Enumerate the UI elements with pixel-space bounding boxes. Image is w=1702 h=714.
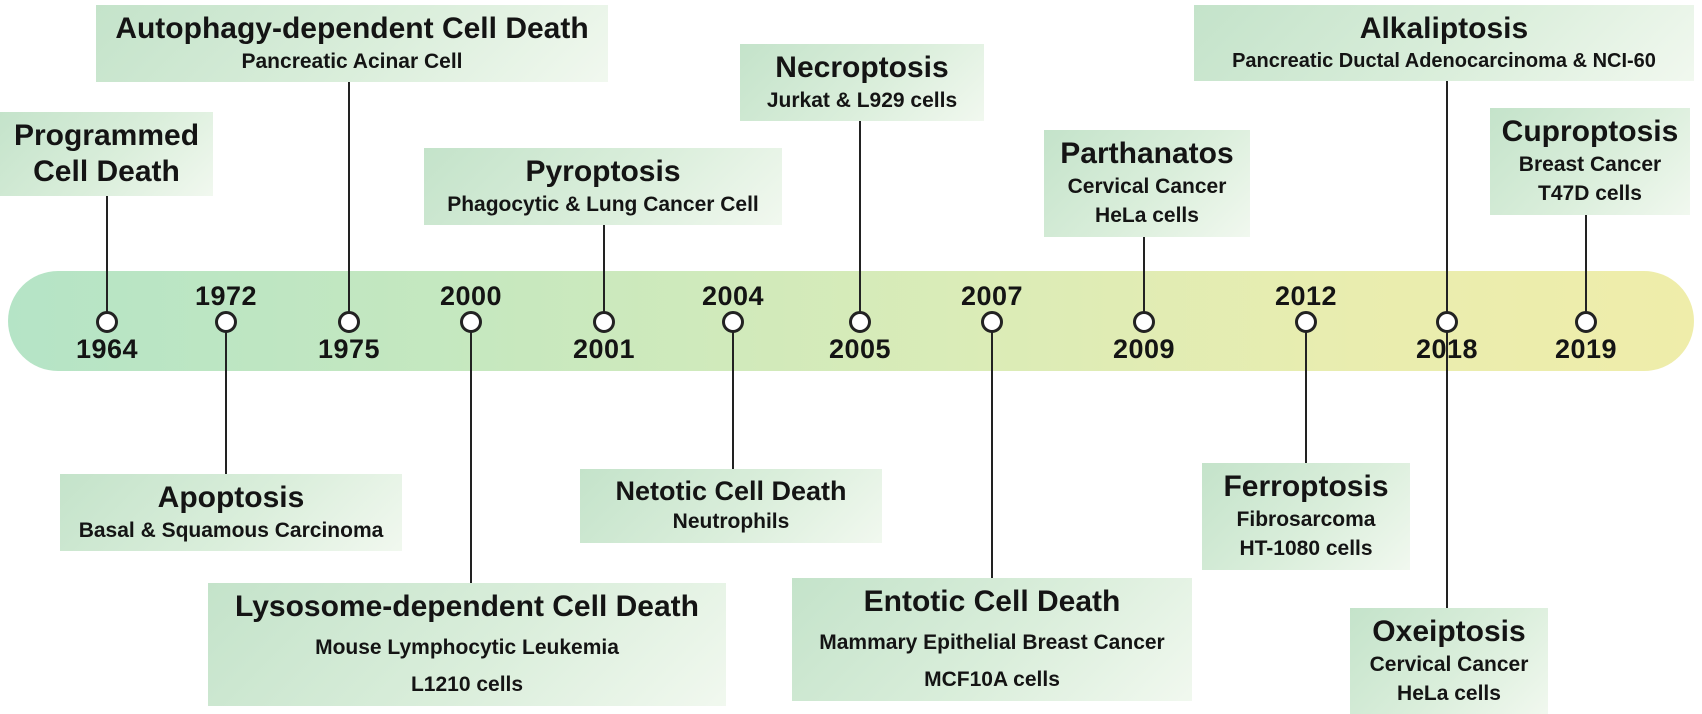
year-label-2018: 2018 <box>1415 334 1479 364</box>
timeline-dot-2005 <box>849 311 871 333</box>
connector-1972 <box>225 322 227 514</box>
connector-1975 <box>348 45 350 322</box>
year-label-2012: 2012 <box>1274 281 1338 311</box>
event-detail: Jurkat & L929 cells <box>766 89 958 112</box>
year-label-2007: 2007 <box>960 281 1024 311</box>
event-detail: Cervical Cancer <box>1067 175 1227 198</box>
year-label-2004: 2004 <box>701 281 765 311</box>
connector-2018-below <box>1446 322 1448 648</box>
event-parthanatos: Parthanatos Cervical Cancer HeLa cells <box>1044 130 1250 237</box>
event-title: Necroptosis <box>775 51 949 84</box>
event-detail: Mammary Epithelial Breast Cancer <box>819 631 1165 654</box>
timeline-dot-2018 <box>1436 311 1458 333</box>
timeline-dot-2007 <box>981 311 1003 333</box>
event-programmed-cell-death: Programmed Cell Death <box>0 112 213 196</box>
connector-2004 <box>732 322 734 509</box>
connector-2009 <box>1143 170 1145 322</box>
event-oxeiptosis: Oxeiptosis Cervical Cancer HeLa cells <box>1350 608 1548 714</box>
event-title: Oxeiptosis <box>1372 615 1526 648</box>
event-detail: Basal & Squamous Carcinoma <box>78 519 384 542</box>
event-autophagy-dependent-cell-death: Autophagy-dependent Cell Death Pancreati… <box>96 5 608 83</box>
connector-2019 <box>1585 148 1587 322</box>
timeline-dot-2012 <box>1295 311 1317 333</box>
year-label-1972: 1972 <box>194 281 258 311</box>
event-pyroptosis: Pyroptosis Phagocytic & Lung Cancer Cell <box>424 148 782 226</box>
event-title: Parthanatos <box>1060 137 1234 170</box>
event-detail: Pancreatic Acinar Cell <box>241 50 463 73</box>
connector-2001 <box>603 188 605 322</box>
timeline-dot-1975 <box>338 311 360 333</box>
year-label-2001: 2001 <box>572 334 636 364</box>
connector-2005 <box>859 84 861 322</box>
event-detail: Phagocytic & Lung Cancer Cell <box>447 193 759 216</box>
event-netotic-cell-death: Netotic Cell Death Neutrophils <box>580 469 882 543</box>
timeline-dot-2009 <box>1133 311 1155 333</box>
event-title: Netotic Cell Death <box>615 476 847 506</box>
event-title: Entotic Cell Death <box>863 585 1121 618</box>
event-cuproptosis: Cuproptosis Breast Cancer T47D cells <box>1490 108 1690 215</box>
timeline-dot-1964 <box>96 311 118 333</box>
event-detail: Pancreatic Ductal Adenocarcinoma & NCI-6… <box>1232 50 1656 72</box>
event-title: Pyroptosis <box>525 155 681 188</box>
event-alkaliptosis: Alkaliptosis Pancreatic Ductal Adenocarc… <box>1194 5 1694 81</box>
event-detail: T47D cells <box>1538 182 1642 206</box>
connector-2012 <box>1305 322 1307 503</box>
timeline-dot-2019 <box>1575 311 1597 333</box>
event-title: Alkaliptosis <box>1359 12 1529 45</box>
event-title: Cuproptosis <box>1501 115 1679 148</box>
event-necroptosis: Necroptosis Jurkat & L929 cells <box>740 44 984 122</box>
event-detail: Cervical Cancer <box>1369 653 1529 676</box>
connector-2007 <box>991 322 993 618</box>
event-title: Lysosome-dependent Cell Death <box>235 590 699 623</box>
event-title: Autophagy-dependent Cell Death <box>115 12 589 45</box>
event-apoptosis: Apoptosis Basal & Squamous Carcinoma <box>60 474 402 552</box>
event-detail: HT-1080 cells <box>1239 537 1373 561</box>
event-lysosome-dependent-cell-death: Lysosome-dependent Cell Death Mouse Lymp… <box>208 583 726 706</box>
connector-2018-above <box>1446 45 1448 322</box>
connector-2000 <box>470 322 472 623</box>
event-detail: Breast Cancer <box>1518 153 1662 176</box>
event-title: Ferroptosis <box>1223 470 1389 503</box>
timeline-dot-2004 <box>722 311 744 333</box>
event-detail: Fibrosarcoma <box>1236 508 1376 531</box>
timeline-dot-2001 <box>593 311 615 333</box>
connector-1964 <box>106 152 108 322</box>
event-detail: HeLa cells <box>1397 682 1501 706</box>
event-ferroptosis: Ferroptosis Fibrosarcoma HT-1080 cells <box>1202 463 1410 570</box>
event-detail: MCF10A cells <box>924 668 1060 692</box>
event-title: Apoptosis <box>157 481 305 514</box>
event-title: Programmed Cell Death <box>13 119 200 188</box>
year-label-2019: 2019 <box>1554 334 1618 364</box>
event-detail: Mouse Lymphocytic Leukemia <box>315 636 619 659</box>
event-detail: Neutrophils <box>672 510 790 534</box>
year-label-1975: 1975 <box>317 334 381 364</box>
year-label-2000: 2000 <box>439 281 503 311</box>
timeline-dot-1972 <box>215 311 237 333</box>
event-entotic-cell-death: Entotic Cell Death Mammary Epithelial Br… <box>792 578 1192 701</box>
year-label-2005: 2005 <box>828 334 892 364</box>
year-label-1964: 1964 <box>75 334 139 364</box>
event-detail: L1210 cells <box>410 673 524 697</box>
event-detail: HeLa cells <box>1095 204 1199 228</box>
timeline-dot-2000 <box>460 311 482 333</box>
year-label-2009: 2009 <box>1112 334 1176 364</box>
